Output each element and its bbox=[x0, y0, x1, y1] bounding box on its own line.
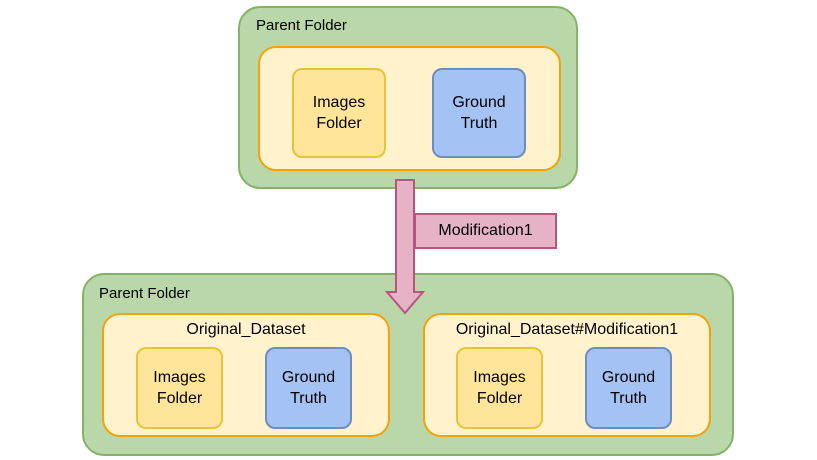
bottom-parent-folder-label: Parent Folder bbox=[99, 285, 190, 302]
original-ground-truth-line2: Truth bbox=[290, 390, 327, 407]
original-images-folder: Images Folder bbox=[136, 347, 223, 429]
top-ground-truth-line1: Ground bbox=[452, 94, 506, 111]
top-ground-truth: Ground Truth bbox=[432, 68, 526, 158]
original-images-folder-line2: Folder bbox=[156, 390, 203, 407]
top-images-folder-line1: Images bbox=[312, 94, 366, 111]
modified-images-folder-line2: Folder bbox=[476, 390, 523, 407]
original-images-folder-line1: Images bbox=[153, 369, 206, 386]
modification-label: Modification1 bbox=[438, 222, 533, 239]
modification-label-box: Modification1 bbox=[414, 213, 557, 249]
top-ground-truth-line2: Truth bbox=[460, 115, 498, 132]
original-dataset-title: Original_Dataset bbox=[186, 321, 306, 338]
modified-ground-truth-line2: Truth bbox=[610, 390, 647, 407]
top-images-folder: Images Folder bbox=[292, 68, 386, 158]
original-ground-truth: Ground Truth bbox=[265, 347, 352, 429]
modified-ground-truth-line1: Ground bbox=[601, 369, 656, 386]
original-ground-truth-line1: Ground bbox=[281, 369, 336, 386]
modified-images-folder-line1: Images bbox=[473, 369, 526, 386]
top-parent-folder-label: Parent Folder bbox=[256, 17, 347, 34]
modified-dataset-title: Original_Dataset#Modification1 bbox=[455, 321, 679, 338]
top-images-folder-line2: Folder bbox=[316, 115, 362, 132]
modified-ground-truth: Ground Truth bbox=[585, 347, 672, 429]
modified-images-folder: Images Folder bbox=[456, 347, 543, 429]
